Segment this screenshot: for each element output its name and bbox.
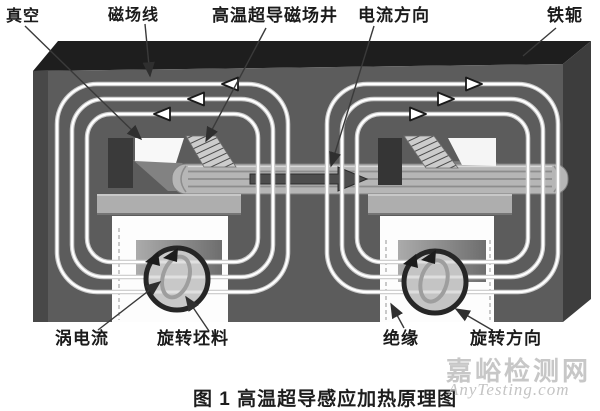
rotation-arrow [421,250,436,264]
hts-conductor-band [171,163,569,195]
left-support-bar [97,194,241,215]
left-dark-post [108,138,133,188]
leader-vacuum [24,25,143,141]
rotation-arrow [163,248,178,262]
yoke-left-edge [33,71,48,322]
eddy-current-loop-left [160,254,192,300]
label-insulation: 绝缘 [383,329,419,348]
rotation-arrow [403,254,418,268]
yoke-side-face [563,41,591,322]
leader-insulation [390,302,405,329]
label-vacuum: 真空 [6,8,41,25]
figure-caption: 图 1 高温超导感应加热原理图 [193,389,458,410]
right-dark-post [378,138,402,185]
leader-rotation-direction [454,308,493,331]
label-eddy-current: 涡电流 [55,329,109,348]
label-current-direction: 电流方向 [358,6,430,25]
eddy-current-loop-right [418,258,450,304]
label-magnetic-field-lines: 磁场线 [108,7,160,24]
rotation-arrow [145,252,160,266]
leader-rotating-billet [185,295,210,332]
watermark-site-name: 嘉峪检测网 [446,356,592,386]
leader-field-lines [142,23,155,78]
leader-lines [24,23,557,332]
watermark-site-url: AnyTesting.com [448,380,570,399]
current-direction-arrow [249,166,369,192]
hts-coil-cross-section-right [403,135,459,169]
leader-iron-yoke [522,27,557,57]
rotating-billet-left [143,245,211,313]
vacuum-region-right [448,138,496,166]
label-rotating-billet: 旋转坯料 [157,329,229,348]
right-support-bar [368,194,512,215]
leader-eddy-current [97,281,162,331]
leader-hts-well [205,27,267,143]
label-hts-magnetic-well: 高温超导磁场井 [212,6,338,25]
yoke-top-face [33,41,591,71]
rotating-billet-right [401,248,469,316]
leader-current-direction [329,25,375,168]
label-rotation-direction: 旋转方向 [470,329,542,348]
label-iron-yoke: 铁轭 [547,6,583,25]
vacuum-region [135,138,184,163]
